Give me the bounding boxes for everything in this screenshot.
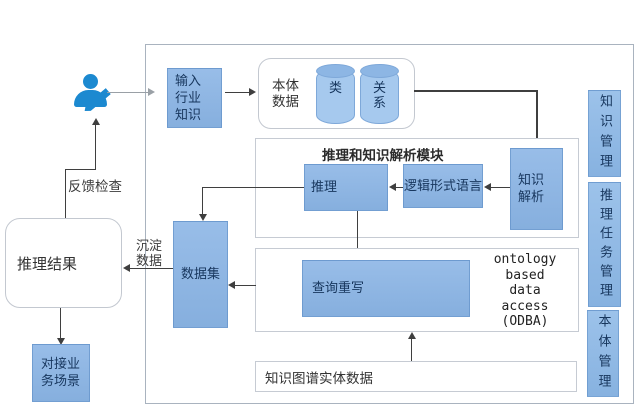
edge-feedback-check xyxy=(95,125,96,169)
cylinder-top-ellipse xyxy=(360,64,399,78)
arrowhead xyxy=(389,183,396,191)
arrowhead xyxy=(484,183,491,191)
arrowhead xyxy=(148,88,155,96)
arrowhead xyxy=(249,88,256,96)
arrow-person-to-input xyxy=(107,92,148,93)
odba-caption: ontology based data access (ODBA) xyxy=(493,252,557,329)
label-sediment-data: 沉淀数据 xyxy=(136,239,163,269)
label-feedback-check: 反馈检查 xyxy=(68,179,122,195)
arrow-result-to-business xyxy=(60,308,61,338)
arrowhead xyxy=(228,281,235,289)
arrow-reasoning-to-dataset xyxy=(202,187,203,215)
arrowhead xyxy=(123,264,130,272)
node-reasoning-task-management: 推理任务管理 xyxy=(588,182,621,307)
cylinder-top-ellipse xyxy=(316,64,355,78)
arrow-parsing-to-logic xyxy=(491,187,510,188)
node-reasoning: 推理 xyxy=(304,164,388,211)
edge-feedback-check xyxy=(65,169,66,218)
cylinder-relation: 关系 xyxy=(360,64,399,125)
node-business-scenario: 对接业务场景 xyxy=(32,344,90,402)
edge-ontology-to-parsing xyxy=(414,90,538,92)
node-input-industry-knowledge: 输入行业知识 xyxy=(167,68,222,128)
arrow-odba-to-dataset xyxy=(234,285,256,286)
edge-ontology-to-parsing xyxy=(536,90,538,142)
arrowhead xyxy=(57,338,65,345)
node-ontology-management: 本体管理 xyxy=(587,310,619,397)
node-logic-formal-language: 逻辑形式语言 xyxy=(403,164,483,208)
person-with-pencil-icon xyxy=(73,74,113,118)
cylinder-class: 类 xyxy=(316,64,355,125)
arrowhead xyxy=(199,214,207,221)
arrowhead xyxy=(92,118,100,125)
node-query-rewrite: 查询重写 xyxy=(302,260,470,317)
ontology-data-label: 本体数据 xyxy=(272,78,299,110)
node-dataset: 数据集 xyxy=(173,221,228,328)
arrow-input-to-ontology xyxy=(225,92,249,93)
person-head xyxy=(83,74,98,89)
arrow-dataset-to-result xyxy=(130,268,173,269)
arrow-kg-to-odba xyxy=(411,339,412,361)
arrow-reasoning-to-query xyxy=(357,211,358,254)
arrow-reasoning-to-dataset xyxy=(202,187,304,188)
edge-feedback-check xyxy=(65,169,96,170)
arrowhead xyxy=(408,332,416,339)
container-kg-entity-data: 知识图谱实体数据 xyxy=(255,361,577,392)
node-knowledge-management: 知识管理 xyxy=(588,90,621,177)
node-reasoning-result: 推理结果 xyxy=(5,218,122,308)
reasoning-module-title: 推理和知识解析模块 xyxy=(322,148,444,164)
arrow-logic-to-reasoning xyxy=(396,187,403,188)
node-knowledge-parsing: 知识解析 xyxy=(510,148,563,230)
